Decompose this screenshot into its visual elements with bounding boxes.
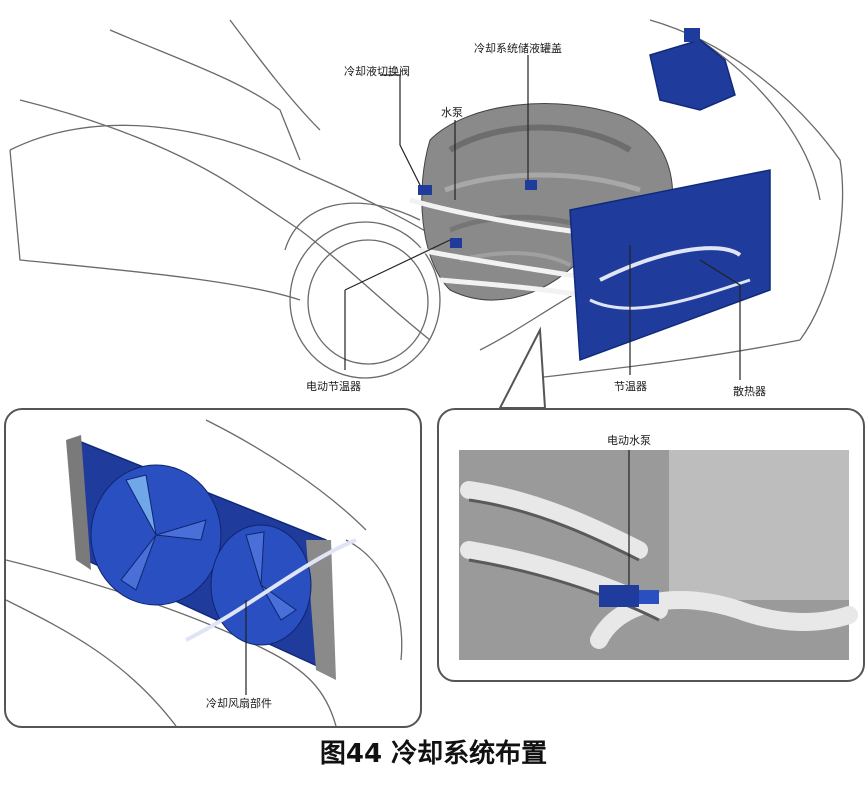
coolant-reservoir <box>649 28 736 111</box>
leader-lines <box>344 55 741 380</box>
label-radiator: 散热器 <box>733 385 766 398</box>
label-water-pump: 水泵 <box>441 106 463 119</box>
pipe-shadows <box>468 498 660 622</box>
radiator <box>569 169 771 362</box>
electric-water-pump-panel: 电动水泵 <box>437 408 865 682</box>
fan-blades <box>90 464 312 646</box>
callout-wedge <box>498 326 547 409</box>
electric-water-pump-part <box>599 585 659 607</box>
figure-caption: 图44 冷却系统布置 <box>319 739 548 769</box>
label-reservoir-cap: 冷却系统储液罐盖 <box>474 42 562 55</box>
engine-cover <box>669 450 849 600</box>
engine-block <box>421 103 674 301</box>
label-electric-thermostat: 电动节温器 <box>306 380 361 393</box>
label-coolant-switch-valve: 冷却液切换阀 <box>344 65 410 78</box>
fan-car-outline <box>6 419 403 726</box>
fan-panel-hose <box>185 538 357 642</box>
label-electric-water-pump: 电动水泵 <box>607 434 651 447</box>
label-thermostat: 节温器 <box>614 380 647 393</box>
front-wheel <box>284 202 441 379</box>
label-fan-assembly: 冷却风扇部件 <box>206 697 272 710</box>
fan-assembly-illustration <box>6 419 403 726</box>
fan-assembly-panel: 冷却风扇部件 <box>4 408 422 728</box>
blue-components <box>418 180 537 248</box>
car-body-outline <box>9 19 844 381</box>
water-pump-photo <box>459 450 858 660</box>
